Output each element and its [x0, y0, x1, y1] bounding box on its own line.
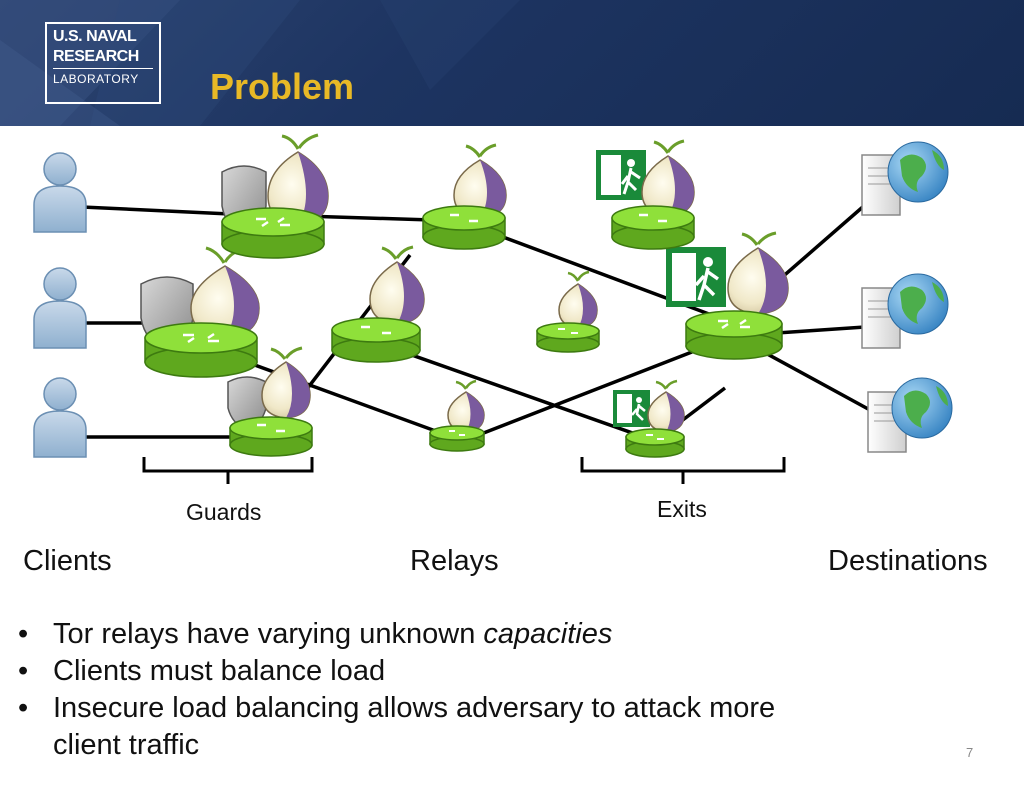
tor-onion-icon [369, 245, 425, 325]
clients-label: Clients [23, 545, 112, 577]
destination-server-icon [861, 273, 949, 349]
tor-onion-icon [447, 379, 485, 433]
exits-label: Exits [657, 496, 707, 522]
exit-sign-icon [596, 150, 646, 200]
tor-onion-icon [453, 143, 507, 219]
tor-onion-icon [647, 379, 685, 433]
destinations-label: Destinations [828, 545, 988, 577]
tor-onion-icon [727, 231, 789, 315]
slide-title: Problem [210, 66, 355, 107]
relay-router-icon [331, 317, 421, 363]
destination-server-icon [861, 141, 949, 216]
bullet-item: •Tor relays have varying unknown capacit… [18, 618, 613, 650]
tor-onion-icon [558, 270, 598, 329]
relays-label: Relays [410, 545, 499, 577]
tor-onion-icon [190, 246, 260, 339]
relay-router-icon [685, 310, 783, 360]
slide-header: U.S. NAVAL RESEARCH LABORATORY Problem [0, 0, 1024, 126]
client-icon [33, 377, 87, 458]
bullet-item: •Insecure load balancing allows adversar… [18, 692, 776, 761]
relay-router-icon [221, 207, 325, 259]
destination-server-icon [867, 377, 953, 453]
relay-router-icon [229, 416, 313, 457]
exit-sign-icon [666, 247, 726, 307]
tor-onion-icon [267, 133, 329, 225]
relay-router-icon [144, 322, 258, 378]
tor-network-diagram [33, 133, 953, 484]
exits-brace [580, 457, 786, 484]
relay-router-icon [536, 322, 600, 353]
guards-label: Guards [186, 499, 262, 525]
client-icon [33, 267, 87, 349]
relay-router-icon [611, 205, 695, 250]
relay-router-icon [625, 428, 685, 458]
bullet-list: •Tor relays have varying unknown capacit… [18, 616, 918, 764]
relay-router-icon [422, 205, 506, 250]
guards-brace [142, 457, 314, 484]
relay-router-icon [429, 425, 485, 452]
client-icon [33, 152, 87, 233]
exit-sign-icon [613, 390, 650, 427]
page-number: 7 [966, 745, 974, 760]
bullet-item: •Clients must balance load [18, 655, 386, 687]
tor-onion-icon [261, 346, 311, 419]
nrl-logo: U.S. NAVAL RESEARCH LABORATORY [45, 22, 161, 104]
tor-onion-icon [641, 139, 695, 217]
